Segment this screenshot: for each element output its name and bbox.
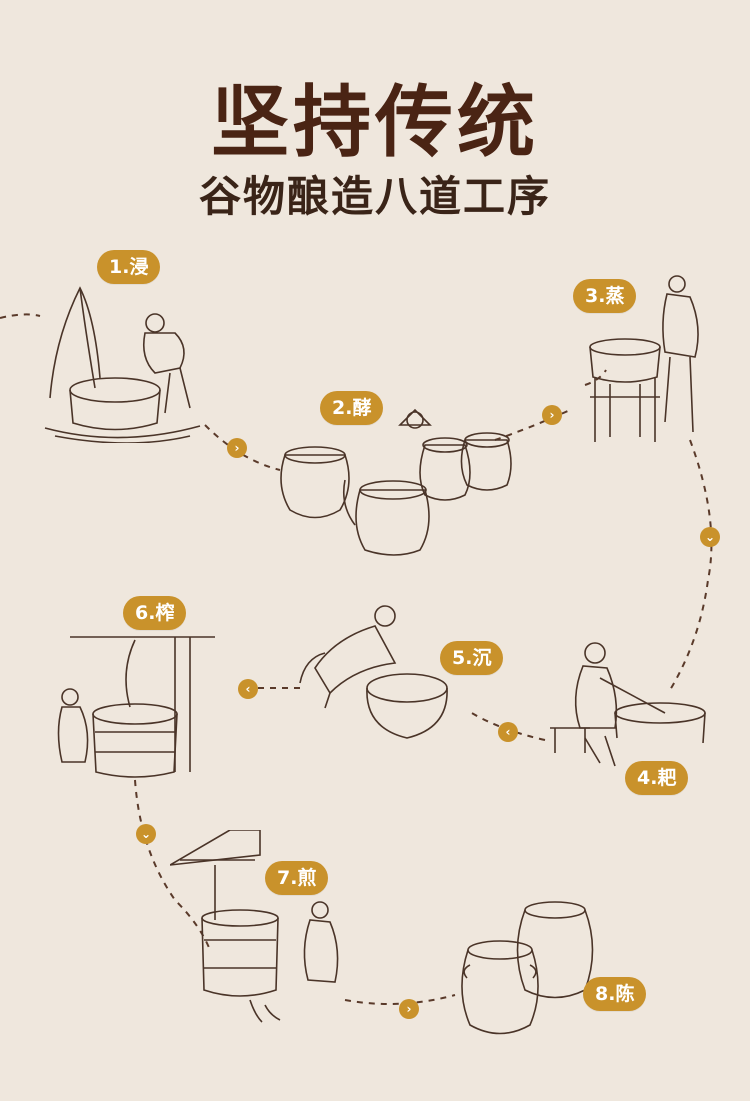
chevron-down-icon: ⌄ — [136, 824, 156, 844]
step-badge-2: 2.酵 — [320, 391, 384, 425]
fermenting-jars-illustration-icon — [280, 408, 512, 556]
poster-title: 坚持传统 — [210, 77, 539, 168]
boiling-illustration-icon — [170, 830, 339, 1023]
chevron-left-icon: ‹ — [498, 722, 518, 742]
soaking-illustration-icon — [44, 286, 201, 443]
settling-jar-illustration-icon — [299, 605, 448, 739]
poster-subtitle: 谷物酿造八道工序 — [198, 172, 551, 221]
steaming-illustration-icon — [589, 275, 699, 442]
chevron-right-icon: › — [227, 438, 247, 458]
step-badge-3: 3.蒸 — [573, 279, 637, 313]
step-badge-1: 1.浸 — [97, 250, 161, 284]
chevron-left-icon: ‹ — [238, 679, 258, 699]
aging-jars-illustration-icon — [461, 901, 594, 1035]
step-badge-6: 6.榨 — [123, 596, 187, 630]
raking-illustration-icon — [550, 642, 706, 767]
step-badge-5: 5.沉 — [440, 641, 504, 675]
step-badge-8: 8.陈 — [583, 977, 647, 1011]
step-badge-4: 4.耙 — [625, 761, 689, 795]
chevron-right-icon: › — [399, 999, 419, 1019]
chevron-right-icon: › — [542, 405, 562, 425]
chevron-down-icon: ⌄ — [700, 527, 720, 547]
pressing-illustration-icon — [57, 636, 215, 778]
step-badge-7: 7.煎 — [265, 861, 329, 895]
